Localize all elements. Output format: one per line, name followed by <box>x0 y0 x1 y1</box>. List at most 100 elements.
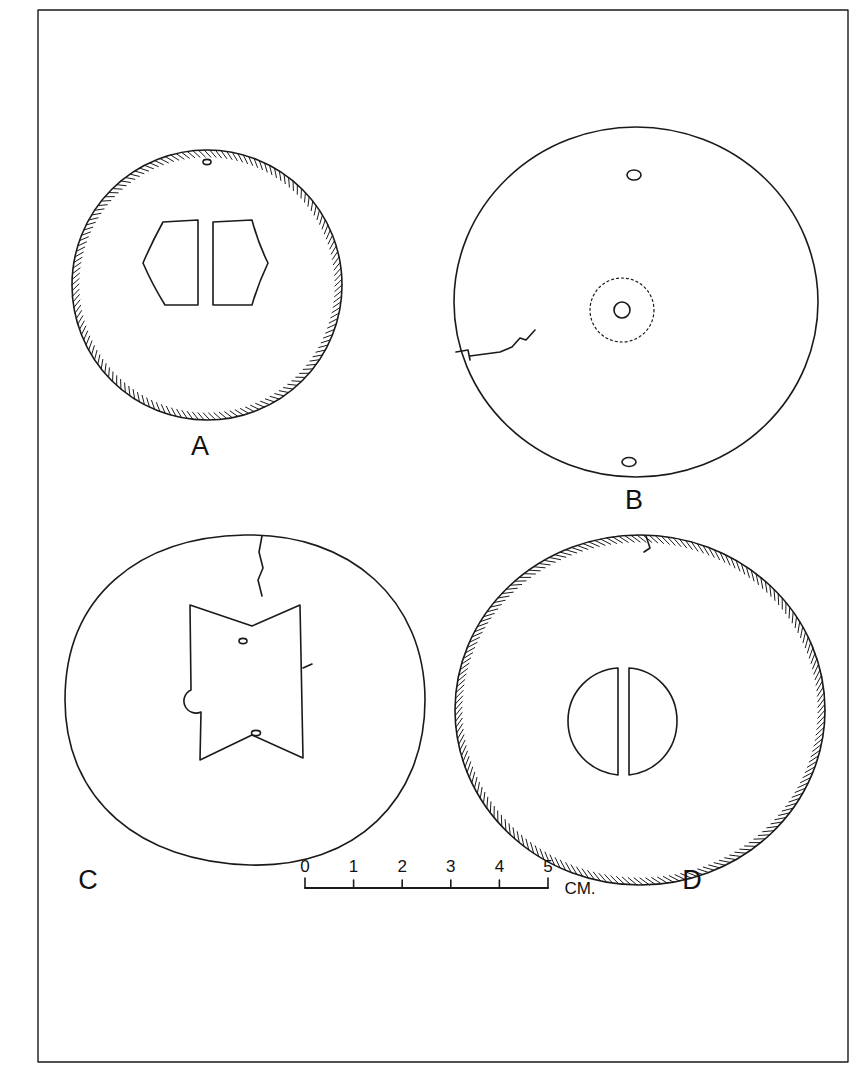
hatch-stroke <box>813 659 817 669</box>
hatch-stroke <box>308 197 309 207</box>
hatch-stroke <box>510 584 521 586</box>
hatch-stroke <box>483 792 484 803</box>
hatch-stroke <box>166 406 170 415</box>
hatch-stroke <box>770 585 771 596</box>
worn-zone <box>590 278 654 342</box>
hatch-stroke <box>147 398 150 407</box>
hatch-stroke <box>324 225 328 234</box>
hatch-stroke <box>92 213 101 215</box>
hatch-stroke <box>519 577 530 578</box>
score-mark <box>303 664 312 668</box>
hatch-stroke <box>524 573 535 574</box>
hatch-stroke <box>225 412 233 418</box>
cutout <box>213 220 268 305</box>
cutout <box>568 668 618 775</box>
scale-number: 5 <box>543 858 552 875</box>
hatch-stroke <box>238 154 243 162</box>
hatch-stroke <box>72 268 80 274</box>
hatch-stroke <box>465 757 469 767</box>
hatch-stroke <box>807 642 810 653</box>
scale-number: 3 <box>446 858 455 875</box>
hatch-stroke <box>320 215 323 224</box>
hatch-stroke <box>498 596 509 598</box>
hatch-stroke <box>113 188 123 190</box>
hatch-stroke <box>301 189 302 199</box>
hatch-stroke <box>80 321 85 329</box>
hatch-stroke <box>522 835 524 846</box>
hatch-stroke <box>109 192 119 193</box>
hatch-stroke <box>279 391 288 393</box>
hatch-stroke <box>334 296 342 302</box>
hatch-stroke <box>142 395 144 404</box>
hatch-stroke <box>133 390 135 399</box>
hatch-stroke <box>80 237 89 241</box>
hatch-stroke <box>81 232 90 235</box>
hatch-stroke <box>749 842 760 843</box>
suspension-hole <box>627 170 641 180</box>
hatch-stroke <box>98 204 108 206</box>
hatch-stroke <box>333 302 341 307</box>
hatch-stroke <box>741 563 744 574</box>
hatch-stroke <box>758 834 769 836</box>
hatch-stroke <box>335 279 342 286</box>
hatch-stroke <box>467 642 477 647</box>
figure-letter: A <box>191 433 209 460</box>
hatch-stroke <box>319 345 328 348</box>
hatch-stroke <box>78 316 83 324</box>
hatch-stroke <box>805 767 815 773</box>
hatch-stroke <box>782 598 783 609</box>
hatch-stroke <box>463 653 473 659</box>
hatch-stroke <box>251 405 260 409</box>
hatch-stroke <box>571 548 582 552</box>
hatch-stroke <box>284 174 285 184</box>
hatch-stroke <box>101 359 103 368</box>
hatch-stroke <box>112 372 113 382</box>
hatch-stroke <box>469 637 479 642</box>
hatch-stroke <box>265 399 274 402</box>
hatch-stroke <box>152 400 155 409</box>
hatch-stroke <box>249 157 253 166</box>
hatch-stroke <box>209 413 216 420</box>
hatch-stroke <box>771 822 782 824</box>
hatch-stroke <box>187 411 193 419</box>
hatch-stroke <box>463 751 467 761</box>
hatch-stroke <box>300 373 310 374</box>
hatch-stroke <box>138 393 140 402</box>
hatch-stroke <box>761 577 763 588</box>
hatch-stroke <box>490 802 492 813</box>
hatch-stroke <box>494 806 495 817</box>
hatch-stroke <box>227 151 232 159</box>
hatch-stroke <box>763 831 774 832</box>
cutout <box>184 605 303 760</box>
hatch-stroke <box>86 222 95 225</box>
hatch-stroke <box>275 168 277 177</box>
hatch-stroke <box>782 808 793 811</box>
hatch-stroke <box>279 171 281 180</box>
hatch-stroke <box>117 185 127 186</box>
hatch-stroke <box>254 158 258 167</box>
hatch-stroke <box>703 545 709 555</box>
hatch-stroke <box>76 247 85 251</box>
hatch-stroke <box>465 648 475 654</box>
crack <box>644 536 650 552</box>
hatch-stroke <box>775 817 786 819</box>
hatch-stroke <box>144 165 153 168</box>
hatch-stroke <box>577 867 583 876</box>
scale-ticks <box>305 878 548 888</box>
hatch-stroke <box>331 313 339 318</box>
hatch-stroke <box>461 746 466 756</box>
hatch-stroke <box>803 632 805 643</box>
hatch-stroke <box>219 412 226 418</box>
hatch-stroke <box>259 161 262 170</box>
hatch-stroke <box>477 782 479 793</box>
hatch-stroke <box>798 783 808 788</box>
hatch-stroke <box>544 560 555 562</box>
hatch-stroke <box>517 832 519 843</box>
hatch-stroke <box>270 396 279 399</box>
hatch-stroke <box>105 364 106 374</box>
hatch-stroke <box>293 181 294 191</box>
hatch-stroke <box>501 815 503 826</box>
drill-hole <box>252 730 261 735</box>
